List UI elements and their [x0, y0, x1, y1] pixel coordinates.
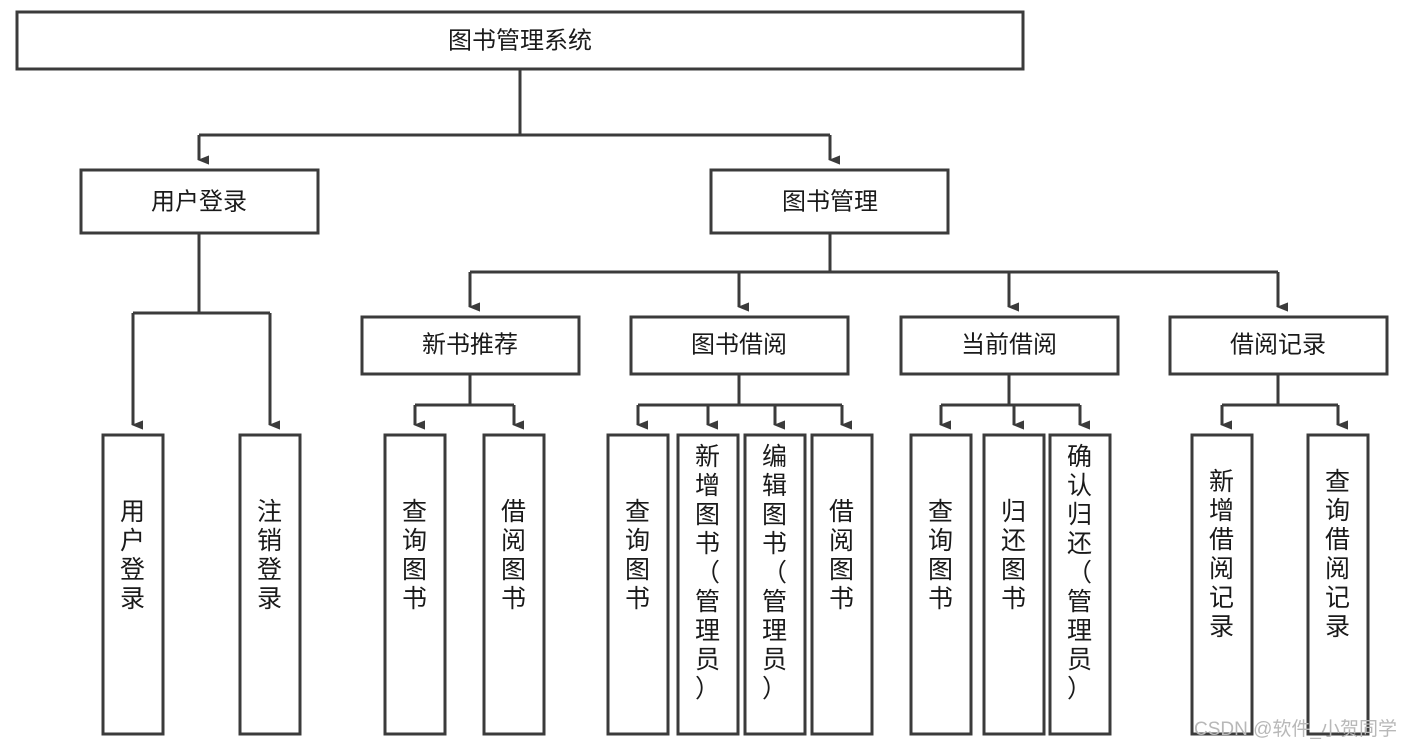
- node-leaf-query-book-2[interactable]: 查询图书: [606, 433, 670, 736]
- node-book-management[interactable]: 图书管理: [709, 168, 950, 235]
- node-current-borrow-box[interactable]: [899, 315, 1120, 376]
- node-leaf-user-login[interactable]: 用户登录: [101, 433, 165, 736]
- connector-layer: [131, 69, 1348, 430]
- node-leaf-return-book[interactable]: 归还图书: [982, 433, 1046, 736]
- node-root-label: 图书管理系统: [448, 27, 592, 54]
- node-new-book-recommend-label: 新书推荐: [422, 331, 518, 358]
- node-leaf-add-record-label: 新增借阅记录: [1209, 468, 1235, 641]
- node-current-borrow[interactable]: 当前借阅: [899, 315, 1120, 376]
- node-leaf-query-book-1-box[interactable]: [383, 433, 447, 736]
- node-current-borrow-label: 当前借阅: [961, 331, 1057, 358]
- node-leaf-borrow-book-2-box[interactable]: [810, 433, 874, 736]
- node-leaf-user-logout[interactable]: 注销登录: [238, 433, 302, 736]
- node-leaf-user-logout-box[interactable]: [238, 433, 302, 736]
- node-book-management-box[interactable]: [709, 168, 950, 235]
- node-leaf-edit-book-label: 编辑图书（管理员）: [762, 443, 788, 703]
- node-leaf-query-record-box[interactable]: [1306, 433, 1370, 736]
- node-leaf-query-book-3-box[interactable]: [909, 433, 973, 736]
- node-leaf-add-record[interactable]: 新增借阅记录: [1190, 433, 1254, 736]
- node-new-book-recommend[interactable]: 新书推荐: [360, 315, 581, 376]
- node-leaf-confirm-return-box[interactable]: [1048, 433, 1112, 736]
- node-leaf-user-login-label: 用户登录: [120, 498, 146, 613]
- node-leaf-query-book-1-label: 查询图书: [402, 498, 428, 613]
- node-user-login[interactable]: 用户登录: [79, 168, 320, 235]
- node-book-management-label: 图书管理: [782, 188, 878, 215]
- node-leaf-borrow-book-2[interactable]: 借阅图书: [810, 433, 874, 736]
- node-leaf-add-book-box[interactable]: [676, 433, 740, 736]
- node-root[interactable]: 图书管理系统: [15, 10, 1025, 71]
- node-user-login-box[interactable]: [79, 168, 320, 235]
- node-leaf-query-book-2-box[interactable]: [606, 433, 670, 736]
- node-leaf-query-book-3-label: 查询图书: [928, 498, 954, 613]
- node-leaf-borrow-book-1[interactable]: 借阅图书: [482, 433, 546, 736]
- node-borrow-record-label: 借阅记录: [1230, 331, 1326, 358]
- node-leaf-add-book[interactable]: 新增图书（管理员）: [676, 433, 740, 736]
- node-book-borrow-box[interactable]: [629, 315, 850, 376]
- node-leaf-query-book-2-label: 查询图书: [625, 498, 651, 613]
- node-leaf-query-record-label: 查询借阅记录: [1325, 468, 1351, 641]
- node-leaf-confirm-return-label: 确认归还（管理员）: [1067, 443, 1093, 703]
- node-leaf-return-book-label: 归还图书: [1001, 498, 1027, 613]
- node-leaf-add-book-label: 新增图书（管理员）: [695, 443, 721, 703]
- node-book-borrow-label: 图书借阅: [691, 331, 787, 358]
- node-new-book-recommend-box[interactable]: [360, 315, 581, 376]
- node-leaf-add-record-box[interactable]: [1190, 433, 1254, 736]
- node-user-login-label: 用户登录: [151, 188, 247, 215]
- node-leaf-borrow-book-1-box[interactable]: [482, 433, 546, 736]
- node-root-box[interactable]: [15, 10, 1025, 71]
- node-leaf-edit-book-box[interactable]: [743, 433, 807, 736]
- node-leaf-user-logout-label: 注销登录: [257, 498, 283, 613]
- node-leaf-query-record[interactable]: 查询借阅记录: [1306, 433, 1370, 736]
- node-leaf-borrow-book-2-label: 借阅图书: [829, 498, 855, 613]
- node-borrow-record[interactable]: 借阅记录: [1168, 315, 1389, 376]
- node-borrow-record-box[interactable]: [1168, 315, 1389, 376]
- node-leaf-confirm-return[interactable]: 确认归还（管理员）: [1048, 433, 1112, 736]
- node-leaf-user-login-box[interactable]: [101, 433, 165, 736]
- node-leaf-return-book-box[interactable]: [982, 433, 1046, 736]
- node-leaf-borrow-book-1-label: 借阅图书: [501, 498, 527, 613]
- node-leaf-edit-book[interactable]: 编辑图书（管理员）: [743, 433, 807, 736]
- node-leaf-query-book-1[interactable]: 查询图书: [383, 433, 447, 736]
- node-leaf-query-book-3[interactable]: 查询图书: [909, 433, 973, 736]
- node-book-borrow[interactable]: 图书借阅: [629, 315, 850, 376]
